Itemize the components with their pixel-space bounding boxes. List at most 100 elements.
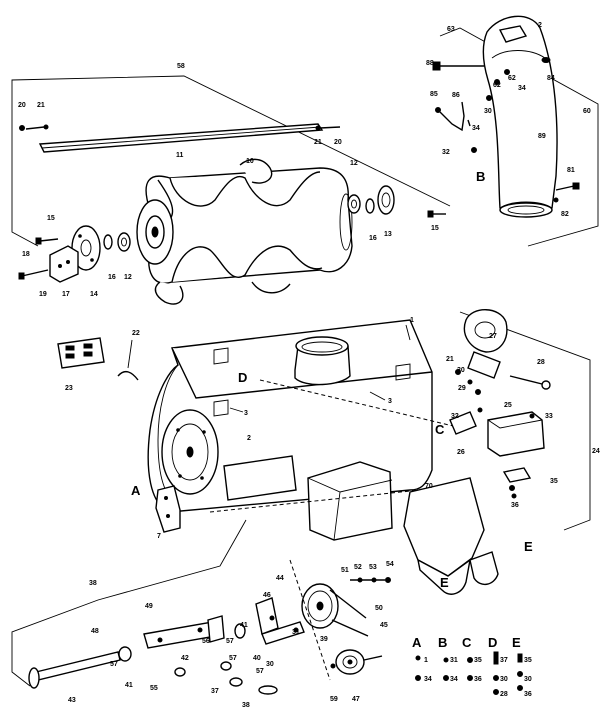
callout-c38b: 38 bbox=[242, 702, 250, 709]
chute-hardware bbox=[432, 57, 580, 203]
callout-c37: 37 bbox=[211, 688, 219, 695]
callout-c85: 85 bbox=[430, 91, 438, 98]
callout-c2b: 2 bbox=[247, 435, 251, 442]
callout-c36: 36 bbox=[511, 502, 519, 509]
bracket-24 bbox=[459, 311, 591, 531]
callout-c21a: 21 bbox=[37, 102, 45, 109]
callout-c14: 14 bbox=[90, 291, 98, 298]
callout-c57d: 57 bbox=[256, 668, 264, 675]
callout-c41b: 41 bbox=[125, 682, 133, 689]
callout-c20: 20 bbox=[18, 102, 26, 109]
callout-c41a: 41 bbox=[240, 622, 248, 629]
callout-c46: 46 bbox=[263, 592, 271, 599]
callout-c30a: 30 bbox=[484, 108, 492, 115]
callout-c12a: 12 bbox=[350, 160, 358, 167]
callout-c29: 29 bbox=[458, 385, 466, 392]
callout-c43: 43 bbox=[68, 697, 76, 704]
callout-c89: 89 bbox=[538, 133, 546, 140]
drive-linkage-assembly bbox=[11, 519, 391, 695]
callout-c51: 51 bbox=[341, 567, 349, 574]
key-B-1: 34 bbox=[450, 676, 458, 683]
callout-c52: 52 bbox=[354, 564, 362, 571]
auger-housing bbox=[147, 319, 433, 541]
chute-crank-assembly bbox=[449, 309, 591, 531]
callout-c12b: 12 bbox=[124, 274, 132, 281]
scraper-blade bbox=[403, 477, 499, 595]
bracket-58-left bbox=[11, 115, 39, 247]
shaft-43 bbox=[28, 651, 121, 689]
shear-pin-right bbox=[315, 125, 341, 131]
callout-c86: 86 bbox=[452, 92, 460, 99]
callout-c3a: 3 bbox=[388, 398, 392, 405]
key-letter-E: E bbox=[512, 635, 521, 650]
callout-c21c: 21 bbox=[446, 356, 454, 363]
callout-c53: 53 bbox=[369, 564, 377, 571]
callout-c62a: 62 bbox=[493, 82, 501, 89]
callout-c39: 39 bbox=[320, 636, 328, 643]
key-C-0: 35 bbox=[474, 657, 482, 664]
key-D-2: 28 bbox=[500, 691, 508, 698]
key-E-1: 30 bbox=[524, 676, 532, 683]
callout-c70: 70 bbox=[425, 483, 433, 490]
callout-c33: 33 bbox=[545, 413, 553, 420]
callout-c57a: 57 bbox=[226, 638, 234, 645]
callout-c47: 47 bbox=[352, 696, 360, 703]
flange-right-13 bbox=[377, 185, 395, 215]
callout-c57b: 57 bbox=[110, 661, 118, 668]
callout-c32b: 32 bbox=[451, 413, 459, 420]
callout-c60: 60 bbox=[583, 108, 591, 115]
key-C-1: 36 bbox=[474, 676, 482, 683]
callout-c21b: 21 bbox=[314, 139, 322, 146]
callout-c31: 31 bbox=[292, 629, 300, 636]
callout-c32a: 32 bbox=[442, 149, 450, 156]
callout-c88: 88 bbox=[426, 60, 434, 67]
callout-c28a: 28 bbox=[537, 359, 545, 366]
callout-c38: 38 bbox=[89, 580, 97, 587]
callout-c15b: 15 bbox=[431, 225, 439, 232]
callout-c7: 7 bbox=[157, 533, 161, 540]
bearing-left-12 bbox=[117, 232, 131, 252]
callout-c20b: 20 bbox=[334, 139, 342, 146]
bracket-7 bbox=[155, 485, 181, 533]
callout-c57c: 57 bbox=[229, 655, 237, 662]
arm-46 bbox=[255, 597, 305, 645]
chute-body bbox=[482, 15, 558, 218]
auger-spiral bbox=[136, 158, 353, 305]
callout-c25: 25 bbox=[504, 402, 512, 409]
housing-leaders bbox=[229, 324, 471, 431]
callout-c22: 22 bbox=[132, 330, 140, 337]
callout-c2a: 2 bbox=[538, 22, 542, 29]
washer-left-16 bbox=[103, 234, 113, 250]
callout-c17: 17 bbox=[62, 291, 70, 298]
callout-c55: 55 bbox=[150, 685, 158, 692]
bolt-left-15 bbox=[35, 237, 59, 245]
key-B-0: 31 bbox=[450, 657, 458, 664]
callout-c24: 24 bbox=[592, 448, 600, 455]
key-letter-C: C bbox=[462, 635, 472, 650]
callout-c1: 1 bbox=[410, 317, 414, 324]
discharge-chute-assembly bbox=[432, 15, 599, 247]
key-A-1: 34 bbox=[424, 676, 432, 683]
callout-c48: 48 bbox=[91, 628, 99, 635]
callout-c23: 23 bbox=[65, 385, 73, 392]
callout-c50: 50 bbox=[375, 605, 383, 612]
callout-c62b: 62 bbox=[508, 75, 516, 82]
key-E-2: 36 bbox=[524, 691, 532, 698]
kit-23 bbox=[57, 337, 105, 369]
callout-c30c: 30 bbox=[266, 661, 274, 668]
callout-c45: 45 bbox=[380, 622, 388, 629]
washer-right-16 bbox=[365, 198, 375, 214]
callout-c35: 35 bbox=[550, 478, 558, 485]
view-letter-B: B bbox=[476, 169, 485, 184]
callout-c34a: 34 bbox=[518, 85, 526, 92]
callout-c11: 11 bbox=[176, 152, 184, 159]
auger-shaft bbox=[38, 123, 324, 153]
lever-49 bbox=[143, 615, 225, 649]
bolt-right-15 bbox=[427, 210, 446, 218]
callout-c59: 59 bbox=[330, 696, 338, 703]
callout-c16a: 16 bbox=[369, 235, 377, 242]
